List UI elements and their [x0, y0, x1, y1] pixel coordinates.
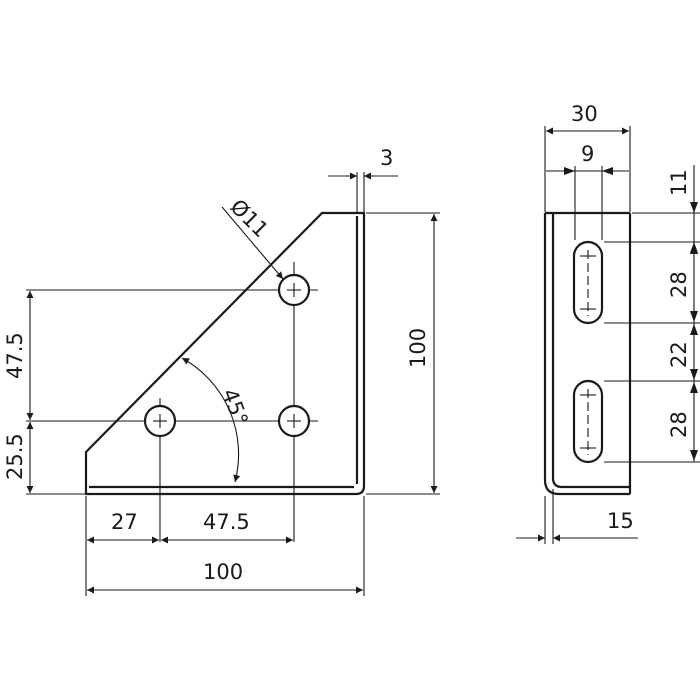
hole-upper	[277, 273, 311, 307]
bracket-outline	[84, 211, 366, 496]
side-view: 30 9 11 28 22 28 15	[516, 102, 700, 544]
dim-28-lower-label: 28	[667, 411, 691, 438]
dim-30-label: 30	[571, 102, 598, 126]
front-view: Ø11 3 100 47.5 25.5 45° 27 47.5 100	[3, 146, 440, 596]
dim-3-label: 3	[380, 146, 393, 170]
dim-100v-label: 100	[406, 328, 430, 368]
dim-100h-label: 100	[203, 560, 243, 584]
hole-lower-left	[143, 404, 177, 438]
diameter-label: Ø11	[225, 195, 273, 243]
side-profile	[543, 213, 630, 496]
dim-15-label: 15	[607, 509, 634, 533]
slot-lower	[572, 379, 604, 464]
dim-27-label: 27	[111, 510, 138, 534]
angle-label: 45°	[217, 386, 252, 429]
dim-28-upper-label: 28	[667, 271, 691, 298]
dim-47-5h-label: 47.5	[203, 510, 250, 534]
hole-lower-right	[277, 404, 311, 438]
side-foot-inner	[551, 477, 630, 489]
dim-22-label: 22	[667, 341, 691, 368]
dim-9-label: 9	[581, 142, 594, 166]
dim-47-5v-label: 47.5	[3, 332, 27, 379]
dim-11-label: 11	[667, 169, 691, 196]
diameter-leader	[221, 206, 284, 280]
slot-upper	[572, 240, 604, 325]
angle-arc	[181, 357, 241, 483]
dim-25-5v-label: 25.5	[3, 433, 27, 480]
